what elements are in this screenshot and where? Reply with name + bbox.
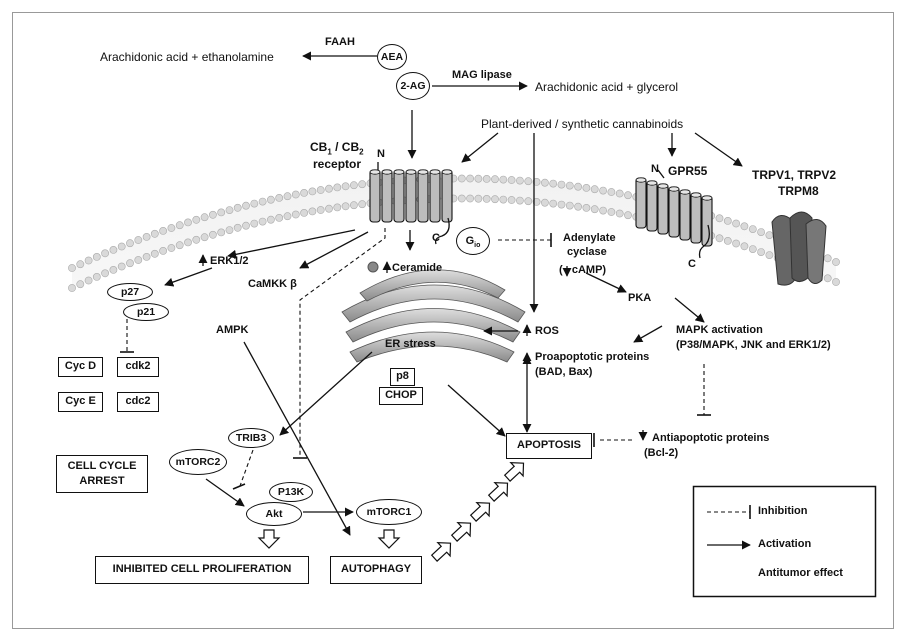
legend-activation-label: Activation xyxy=(758,538,812,550)
gio-protein: Gio xyxy=(456,227,490,255)
apoptosis-box: APOPTOSIS xyxy=(506,433,592,459)
level-arrows xyxy=(198,254,648,441)
faah-label: FAAH xyxy=(325,36,355,48)
legend-box xyxy=(692,485,877,598)
camp-label: ( cAMP) xyxy=(559,264,607,276)
proapoptotic-label-2: (BAD, Bax) xyxy=(535,366,593,378)
pka-label: PKA xyxy=(628,292,652,304)
pi3k-node: P13K xyxy=(269,482,313,502)
chop-box: CHOP xyxy=(379,387,423,405)
ceramide-label: Ceramide xyxy=(392,262,443,274)
cb-receptor-7tm xyxy=(369,162,453,245)
cb-c-terminus: C xyxy=(432,232,440,244)
cdc2-box: cdc2 xyxy=(117,392,159,412)
activation-arrows xyxy=(164,51,743,536)
inhibition-lines xyxy=(126,228,705,487)
adenylate-label-1: Adenylate xyxy=(563,232,616,244)
antiapoptotic-label-2: (Bcl-2) xyxy=(644,447,679,459)
proapoptotic-label-1: Proapoptotic proteins xyxy=(535,351,650,363)
mtorc1-node: mTORC1 xyxy=(356,499,422,525)
legend-antitumor-label: Antitumor effect xyxy=(758,567,843,579)
antiapoptotic-label-1: Antiapoptotic proteins xyxy=(652,432,770,444)
cycd-box: Cyc D xyxy=(58,357,103,377)
inhibited-proliferation-box: INHIBITED CELL PROLIFERATION xyxy=(95,556,309,584)
mtorc2-node: mTORC2 xyxy=(169,449,227,475)
p21-node: p21 xyxy=(123,303,169,321)
gpr55-c-terminus: C xyxy=(688,258,696,270)
inhibition-bars xyxy=(120,233,711,490)
cb-n-terminus: N xyxy=(377,148,385,160)
mapk-label-1: MAPK activation xyxy=(676,324,763,336)
ampk-label: AMPK xyxy=(216,324,249,336)
cannabinoids-label: Plant-derived / synthetic cannabinoids xyxy=(481,117,684,131)
2-ag-products-label: Arachidonic acid + glycerol xyxy=(535,80,679,94)
ros-label: ROS xyxy=(535,325,559,337)
trpv-label-2: TRPM8 xyxy=(778,184,819,198)
endoplasmic-reticulum xyxy=(341,269,526,363)
legend-inhibition-label: Inhibition xyxy=(758,505,808,517)
trib3-node: TRIB3 xyxy=(228,428,274,448)
camkk-label: CaMKK β xyxy=(248,278,297,290)
autophagy-box: AUTOPHAGY xyxy=(330,556,422,584)
gpr55-label: GPR55 xyxy=(668,164,708,178)
akt-node: Akt xyxy=(246,502,302,526)
cyce-box: Cyc E xyxy=(58,392,103,412)
cdk2-box: cdk2 xyxy=(117,357,159,377)
p8-box: p8 xyxy=(390,368,415,386)
mag-lipase-label: MAG lipase xyxy=(452,69,512,81)
gpr55-n-terminus: N xyxy=(651,163,659,175)
adenylate-label-2: cyclase xyxy=(567,246,607,258)
er-stress-label: ER stress xyxy=(385,338,436,350)
gpr55-7tm xyxy=(635,169,713,259)
2-ag-node: 2-AG xyxy=(396,72,430,100)
trpv-label-1: TRPV1, TRPV2 xyxy=(752,168,837,182)
mapk-label-2: (P38/MAPK, JNK and ERK1/2) xyxy=(676,339,831,351)
ceramide-dot xyxy=(367,261,379,273)
aea-node: AEA xyxy=(377,44,407,70)
erk-label: ERK1/2 xyxy=(210,255,249,267)
aea-products-label: Arachidonic acid + ethanolamine xyxy=(100,50,274,64)
trp-channel xyxy=(771,211,827,286)
p27-node: p27 xyxy=(107,283,153,301)
figure-frame xyxy=(12,12,894,629)
receptor-label: receptor xyxy=(313,157,362,171)
cb1-cb2-label: CB1 / CB2 xyxy=(310,140,364,157)
